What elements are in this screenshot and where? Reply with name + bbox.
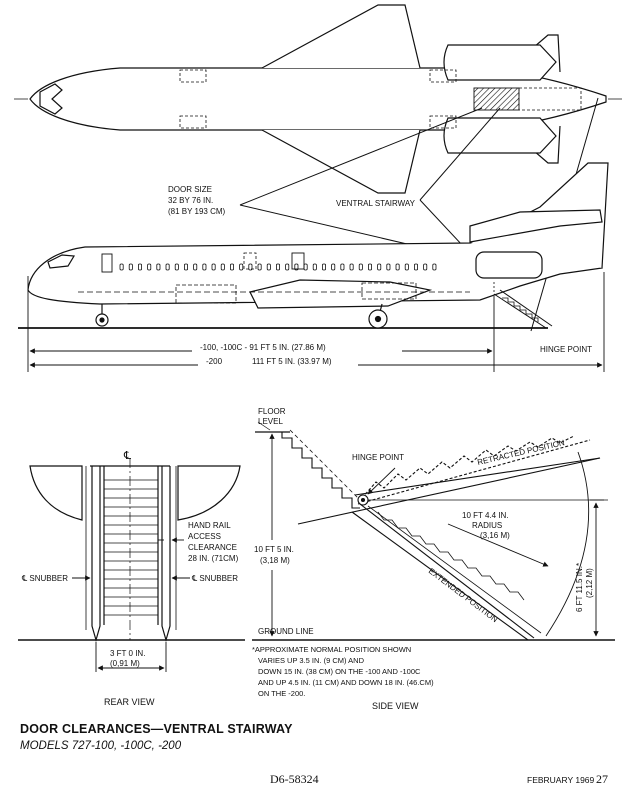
- hinge-point-label-side: HINGE POINT: [352, 453, 404, 462]
- note-line-1: *APPROXIMATE NORMAL POSITION SHOWN: [252, 645, 411, 654]
- clearance-value: 28 IN. (71CM): [188, 554, 239, 563]
- height-value: 10 FT 5 IN.: [254, 545, 294, 554]
- side-view-label: SIDE VIEW: [372, 701, 419, 711]
- extended-position-label: EXTENDED POSITION: [427, 566, 500, 624]
- cabin-window: [285, 263, 290, 271]
- cabin-window: [423, 263, 428, 271]
- length-dim-100: -100, -100C - 91 FT 5 IN. (27.86 M): [200, 343, 326, 352]
- ventral-stairway-label: VENTRAL STAIRWAY: [336, 199, 416, 208]
- floor-label: FLOOR: [258, 407, 286, 416]
- cabin-window: [156, 263, 161, 271]
- radius-value: 10 FT 4.4 IN.: [462, 511, 509, 520]
- cabin-window: [202, 263, 207, 271]
- length-dim-200-model: -200: [206, 357, 223, 366]
- cabin-windows: [119, 263, 437, 271]
- note-line-4: AND UP 4.5 IN. (11 CM) AND DOWN 18 IN. (…: [258, 678, 434, 687]
- cabin-window: [358, 263, 363, 271]
- aircraft-top-view: [14, 4, 622, 194]
- note-line-3: DOWN 15 IN. (38 CM) ON THE -100 AND -100…: [258, 667, 421, 676]
- rear-view-steps: [104, 479, 158, 616]
- cabin-window: [377, 263, 382, 271]
- cabin-window: [275, 263, 280, 271]
- cabin-window: [349, 263, 354, 271]
- length-dim-200-value: 111 FT 5 IN. (33.97 M): [252, 357, 332, 366]
- cabin-window: [239, 263, 244, 271]
- rear-centerline-symbol: ℄: [123, 450, 131, 462]
- cabin-window: [266, 263, 271, 271]
- door-size-value: 32 BY 76 IN.: [168, 196, 213, 205]
- hinge-point-label-top: HINGE POINT: [540, 345, 592, 354]
- aircraft-side-view: [18, 162, 609, 329]
- access-label: ACCESS: [188, 532, 221, 541]
- cabin-window: [183, 263, 188, 271]
- rear-width-dimension: [72, 537, 190, 672]
- ground-line-label: GROUND LINE: [258, 627, 314, 636]
- rear-view-drawing: [29, 458, 241, 643]
- cabin-window: [331, 263, 336, 271]
- note-line-2: VARIES UP 3.5 IN. (9 CM) AND: [258, 656, 365, 665]
- door-size-label: DOOR SIZE: [168, 185, 212, 194]
- side-view-drawing: [252, 429, 615, 641]
- cabin-window: [303, 263, 308, 271]
- document-date: FEBRUARY 1969: [527, 775, 595, 785]
- cabin-window: [211, 263, 216, 271]
- cabin-window: [119, 263, 124, 271]
- document-number: D6-58324: [270, 772, 319, 786]
- cabin-window: [229, 263, 234, 271]
- cabin-window: [294, 263, 299, 271]
- snubber-left-label: ℄ SNUBBER: [21, 574, 68, 583]
- cabin-window: [367, 263, 372, 271]
- cabin-window: [413, 263, 418, 271]
- rise-metric: (2,12 M): [585, 568, 594, 598]
- cabin-window: [147, 263, 152, 271]
- cabin-window: [257, 263, 262, 271]
- cabin-window: [321, 263, 326, 271]
- cabin-window: [137, 263, 142, 271]
- level-label: LEVEL: [258, 417, 283, 426]
- retracted-position-label: RETRACTED POSITION: [476, 438, 565, 467]
- cabin-window: [386, 263, 391, 271]
- cabin-window: [174, 263, 179, 271]
- snubber-right-label: ℄ SNUBBER: [191, 574, 238, 583]
- cabin-window: [395, 263, 400, 271]
- height-metric: (3,18 M): [260, 556, 290, 565]
- rear-width-metric: (0,91 M): [110, 659, 140, 668]
- rear-view-label: REAR VIEW: [104, 697, 155, 707]
- cabin-window: [312, 263, 317, 271]
- clearance-label: CLEARANCE: [188, 543, 237, 552]
- note-line-5: ON THE -200.: [258, 689, 305, 698]
- door-size-metric: (81 BY 193 CM): [168, 207, 226, 216]
- rear-width-value: 3 FT 0 IN.: [110, 649, 145, 658]
- cabin-window: [193, 263, 198, 271]
- radius-metric: (3,16 M): [480, 531, 510, 540]
- cabin-window: [220, 263, 225, 271]
- cabin-window: [432, 263, 437, 271]
- radius-label: RADIUS: [472, 521, 502, 530]
- rise-value: 6 FT 11.5 IN.*: [575, 563, 584, 612]
- cabin-window: [165, 263, 170, 271]
- figure-subtitle: MODELS 727-100, -100C, -200: [20, 740, 182, 752]
- page-number: 27: [596, 772, 608, 786]
- cabin-window: [248, 263, 253, 271]
- cabin-window: [404, 263, 409, 271]
- cabin-window: [340, 263, 345, 271]
- hand-rail-label: HAND RAIL: [188, 521, 231, 530]
- side-view-dimensions: [257, 421, 604, 637]
- cabin-window: [128, 263, 133, 271]
- figure-title: DOOR CLEARANCES—VENTRAL STAIRWAY: [20, 722, 293, 736]
